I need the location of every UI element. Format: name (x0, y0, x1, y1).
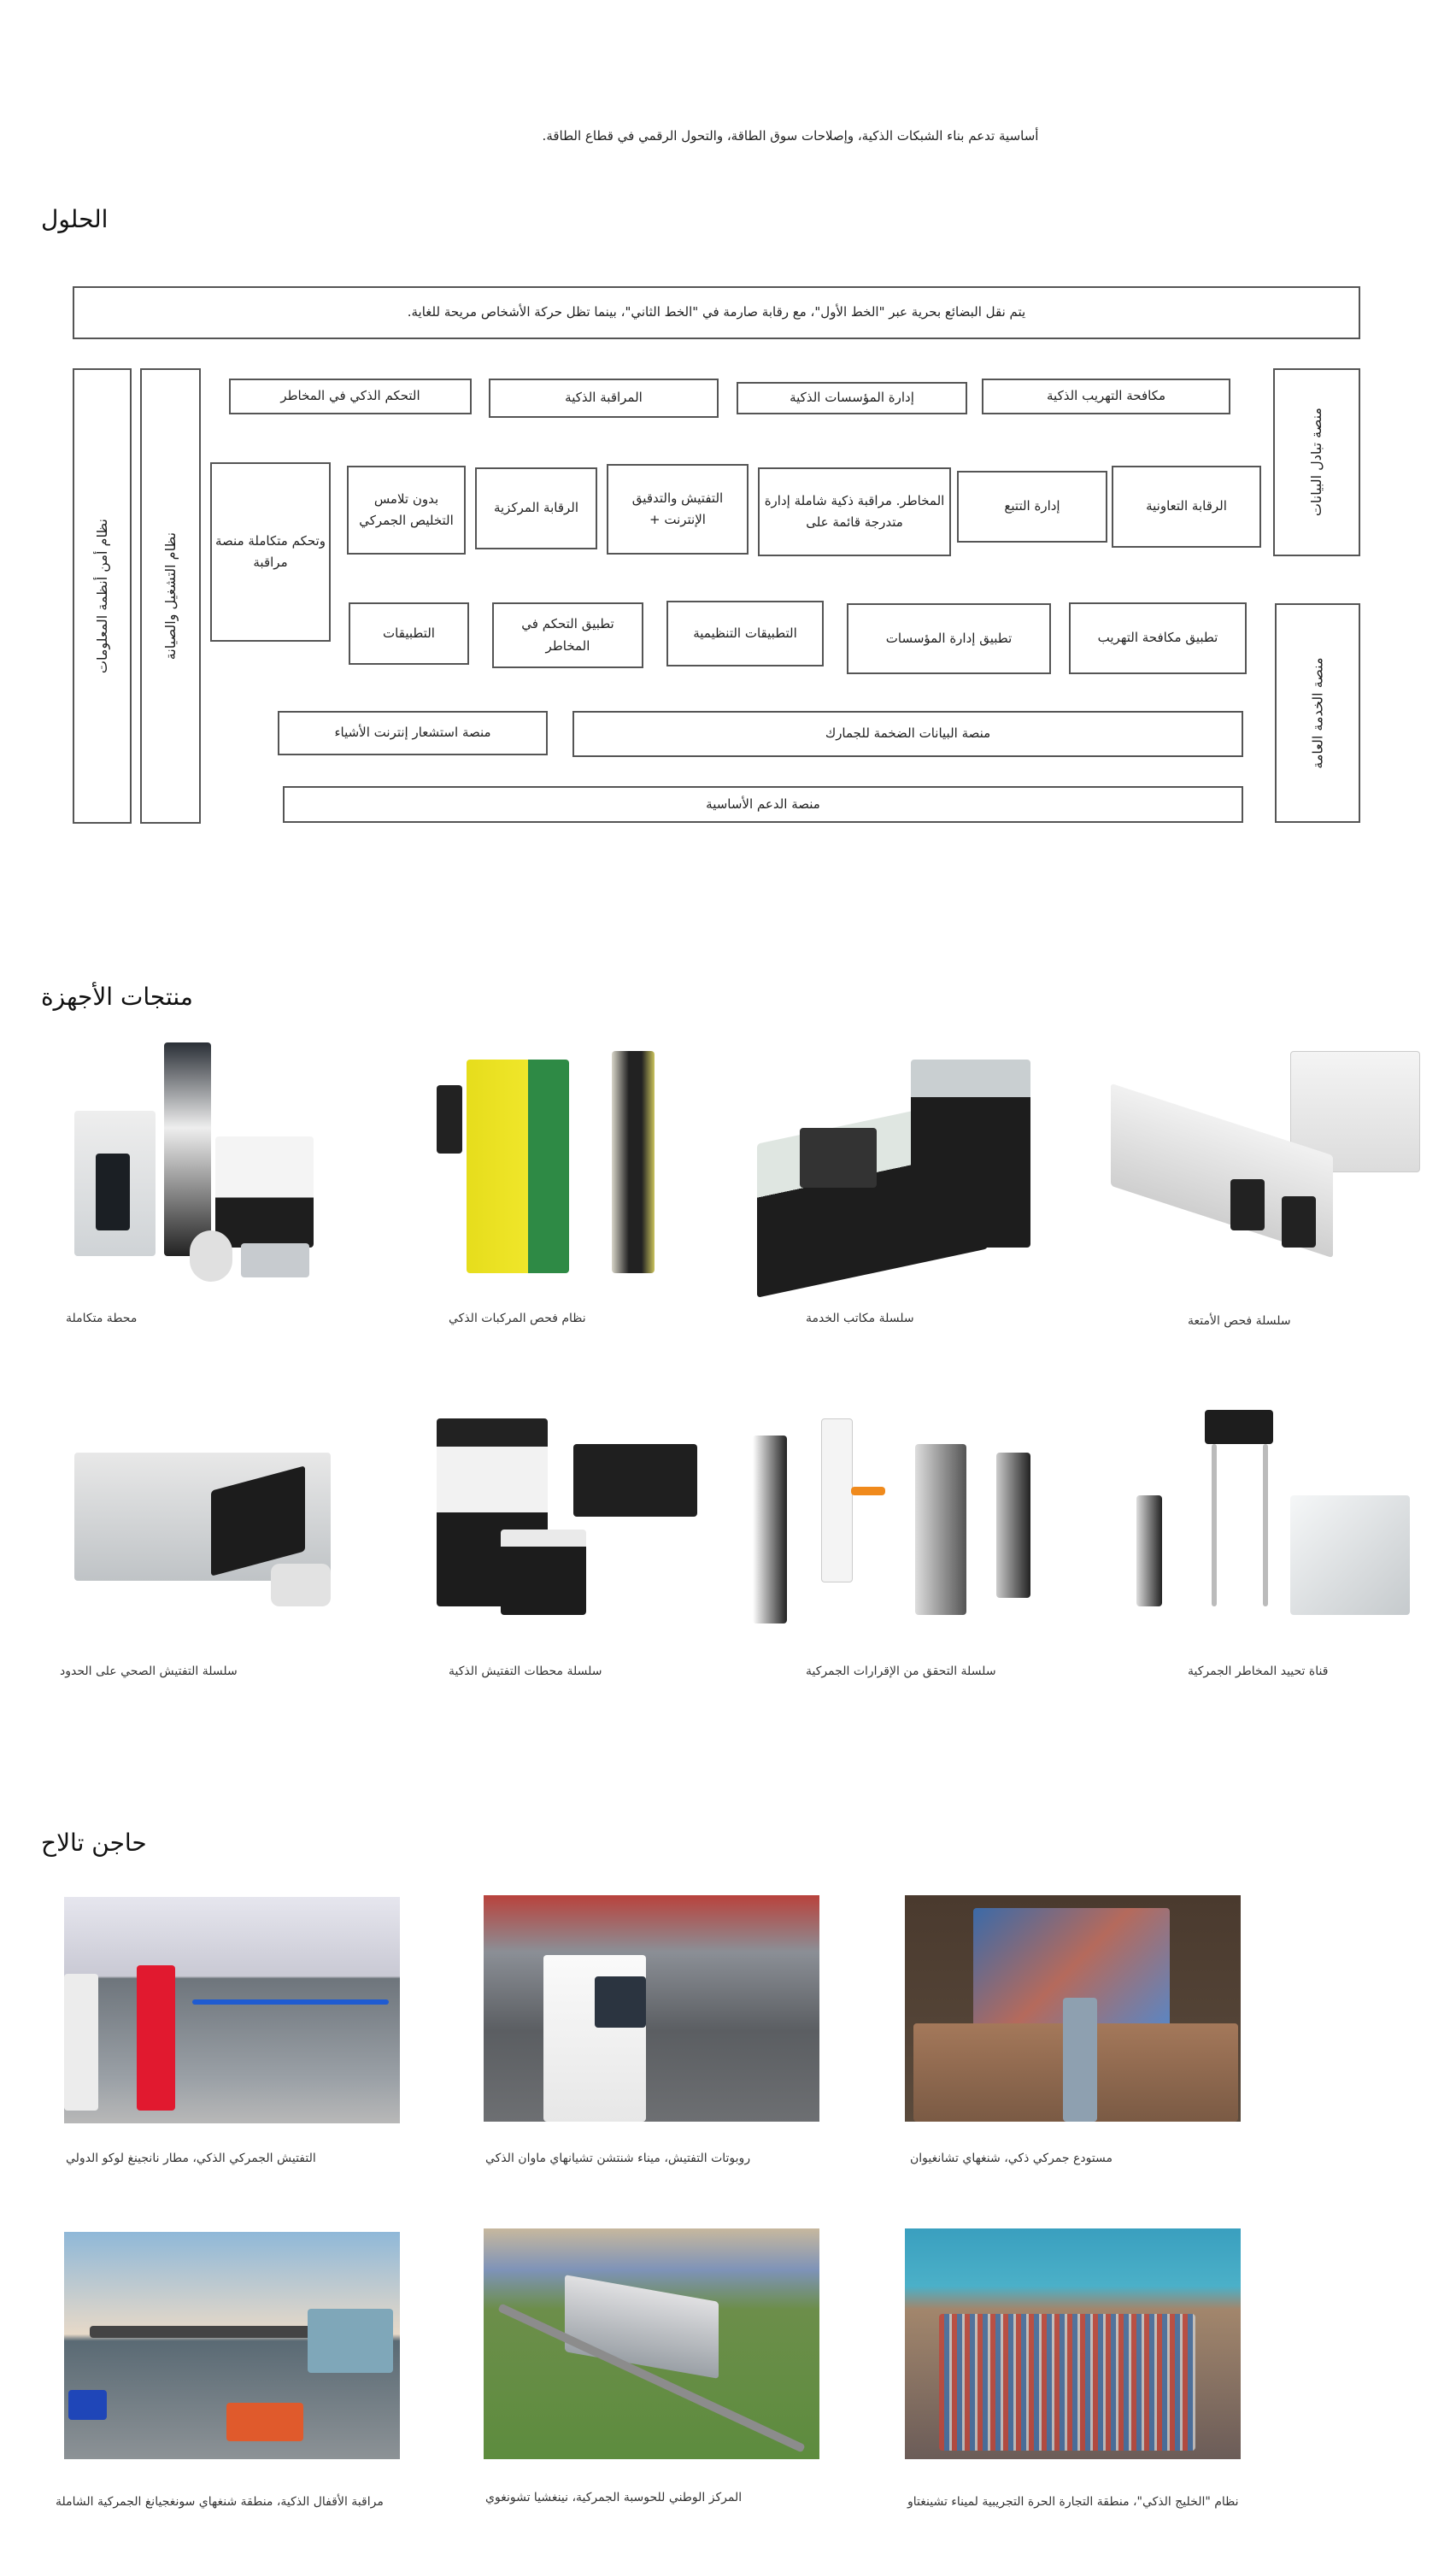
case-photo-nanjing-airport[interactable] (64, 1897, 400, 2123)
box-label: إدارة التتبع (1004, 498, 1060, 514)
box-central-control: الرقابة المركزية (475, 467, 597, 549)
box-support-platform: منصة الدعم الأساسية (283, 786, 1243, 823)
pillar-security: نظام أمن أنظمة المعلومات (73, 368, 132, 824)
box-risk-app: تطبيق التحكم في المخاطر (492, 602, 643, 668)
box-label: وتحكم متكاملة منصة مراقبة (215, 532, 326, 571)
product-image-health-inspection[interactable] (57, 1401, 373, 1641)
case-photo-shenzhen-robot[interactable] (484, 1895, 819, 2122)
product-caption[interactable]: نظام فحص المركبات الذكي (449, 1312, 586, 1325)
product-caption[interactable]: سلسلة التحقق من الإقرارات الجمركية (806, 1665, 996, 1678)
case-photo-songjiang-locks[interactable] (64, 2232, 400, 2459)
product-caption[interactable]: سلسلة فحص الأمتعة (1188, 1314, 1291, 1328)
box-applications: التطبيقات (349, 602, 469, 665)
box-label: تطبيق إدارة المؤسسات (885, 630, 1013, 646)
pillar-data-exchange: منصة تبادل البيانات (1273, 368, 1360, 556)
box-tracking: إدارة التتبع (957, 471, 1107, 543)
box-risk-management: المخاطر. مراقبة ذكية شاملة إدارة متدرجة … (758, 467, 951, 556)
box-monitor-platform: وتحكم متكاملة منصة مراقبة (210, 462, 331, 642)
cases-heading: حاجن تالاح (41, 1829, 147, 1857)
box-label: التطبيقات (383, 625, 435, 641)
intro-text: أساسية تدعم بناء الشبكات الذكية، وإصلاحا… (542, 128, 1039, 144)
case-photo-shanghai-warehouse[interactable] (905, 1895, 1241, 2122)
box-label: التطبيقات التنظيمية (693, 625, 797, 641)
product-image-integrated-station[interactable] (57, 1034, 373, 1282)
solutions-heading: الحلول (41, 205, 109, 233)
pillar-operations: نظام التشغيل والصيانة (140, 368, 201, 824)
product-caption[interactable]: محطة متكاملة (66, 1312, 138, 1325)
product-caption[interactable]: سلسلة التفتيش الصحي على الحدود (60, 1665, 238, 1678)
box-label: الرقابة التعاونية (1146, 498, 1227, 514)
pillar-label: منصة الخدمة العامة (1309, 657, 1326, 769)
box-smart-enterprise: إدارة المؤسسات الذكية (737, 382, 967, 414)
box-label: التفتيش والتدقيق الإنترنت + (631, 490, 724, 528)
product-caption[interactable]: سلسلة مكاتب الخدمة (806, 1312, 914, 1325)
case-caption[interactable]: التفتيش الجمركي الذكي، مطار نانجينغ لوكو… (66, 2152, 316, 2165)
box-label: تطبيق التحكم في المخاطر (521, 616, 614, 654)
box-label: المخاطر. مراقبة ذكية شاملة إدارة متدرجة … (764, 492, 945, 531)
box-anti-smuggling-app: تطبيق مكافحة التهريب (1069, 602, 1247, 674)
box-label: منصة استشعار إنترنت الأشياء (334, 725, 491, 741)
product-caption[interactable]: سلسلة محطات التفتيش الذكية (449, 1665, 602, 1678)
product-image-service-desk[interactable] (740, 1034, 1056, 1298)
pillar-label: منصة تبادل البيانات (1308, 408, 1325, 517)
banner-text: يتم نقل البضائع بحرية عبر "الخط الأول"، … (407, 304, 1026, 320)
case-photo-qingdao-port[interactable] (905, 2228, 1241, 2459)
box-bigdata-platform: منصة البيانات الضخمة للجمارك (572, 711, 1243, 757)
product-caption[interactable]: قناة تحييد المخاطر الجمركية (1188, 1665, 1329, 1678)
box-inspection: التفتيش والتدقيق الإنترنت + (607, 464, 749, 555)
box-label: بدون تلامس التخليص الجمركي (359, 490, 454, 529)
pillar-label: نظام التشغيل والصيانة (161, 531, 179, 661)
box-smart-monitoring: المراقبة الذكية (489, 379, 719, 418)
box-label: إدارة المؤسسات الذكية (790, 390, 914, 406)
box-cooperative: الرقابة التعاونية (1112, 466, 1261, 548)
case-caption[interactable]: مستودع جمركي ذكي، شنغهاي تشانغيوان (910, 2152, 1113, 2165)
box-label: منصة الدعم الأساسية (706, 796, 820, 812)
box-enterprise-app: تطبيق إدارة المؤسسات (847, 603, 1051, 674)
box-label: الرقابة المركزية (493, 500, 579, 516)
case-caption[interactable]: مراقبة الأقفال الذكية، منطقة شنغهاي سونغ… (56, 2495, 384, 2509)
box-regulatory-apps: التطبيقات التنظيمية (666, 601, 824, 666)
box-label: مكافحة التهريب الذكية (1047, 388, 1165, 404)
case-caption[interactable]: المركز الوطني للحوسبة الجمركية، نينغشيا … (485, 2491, 743, 2504)
case-photo-ningxia-center[interactable] (484, 2228, 819, 2459)
box-smart-anti-smuggling: مكافحة التهريب الذكية (982, 379, 1230, 414)
product-image-smart-checkpoints[interactable] (420, 1401, 736, 1641)
product-image-declaration-verification[interactable] (740, 1401, 1056, 1641)
box-iot-platform: منصة استشعار إنترنت الأشياء (278, 711, 548, 755)
case-caption[interactable]: نظام "الخليج الذكي"، منطقة التجارة الحرة… (907, 2495, 1239, 2509)
case-caption[interactable]: روبوتات التفتيش، ميناء شنتشن تشيانهاي ما… (485, 2152, 751, 2165)
pillar-public-service: منصة الخدمة العامة (1275, 603, 1360, 823)
box-label: التحكم الذكي في المخاطر (280, 388, 420, 404)
box-smart-risk-control: التحكم الذكي في المخاطر (229, 379, 472, 414)
banner-box: يتم نقل البضائع بحرية عبر "الخط الأول"، … (73, 286, 1360, 339)
box-label: المراقبة الذكية (565, 390, 643, 406)
product-image-baggage-inspection[interactable] (1102, 1034, 1420, 1282)
box-label: تطبيق مكافحة التهريب (1097, 630, 1218, 646)
product-image-vehicle-inspection[interactable] (420, 1034, 736, 1282)
product-image-risk-channel[interactable] (1102, 1401, 1418, 1641)
pillar-label: نظام أمن أنظمة المعلومات (93, 518, 110, 674)
products-heading: منتجات الأجهزة (41, 983, 193, 1011)
box-contactless: بدون تلامس التخليص الجمركي (347, 466, 466, 555)
box-label: منصة البيانات الضخمة للجمارك (825, 725, 991, 742)
